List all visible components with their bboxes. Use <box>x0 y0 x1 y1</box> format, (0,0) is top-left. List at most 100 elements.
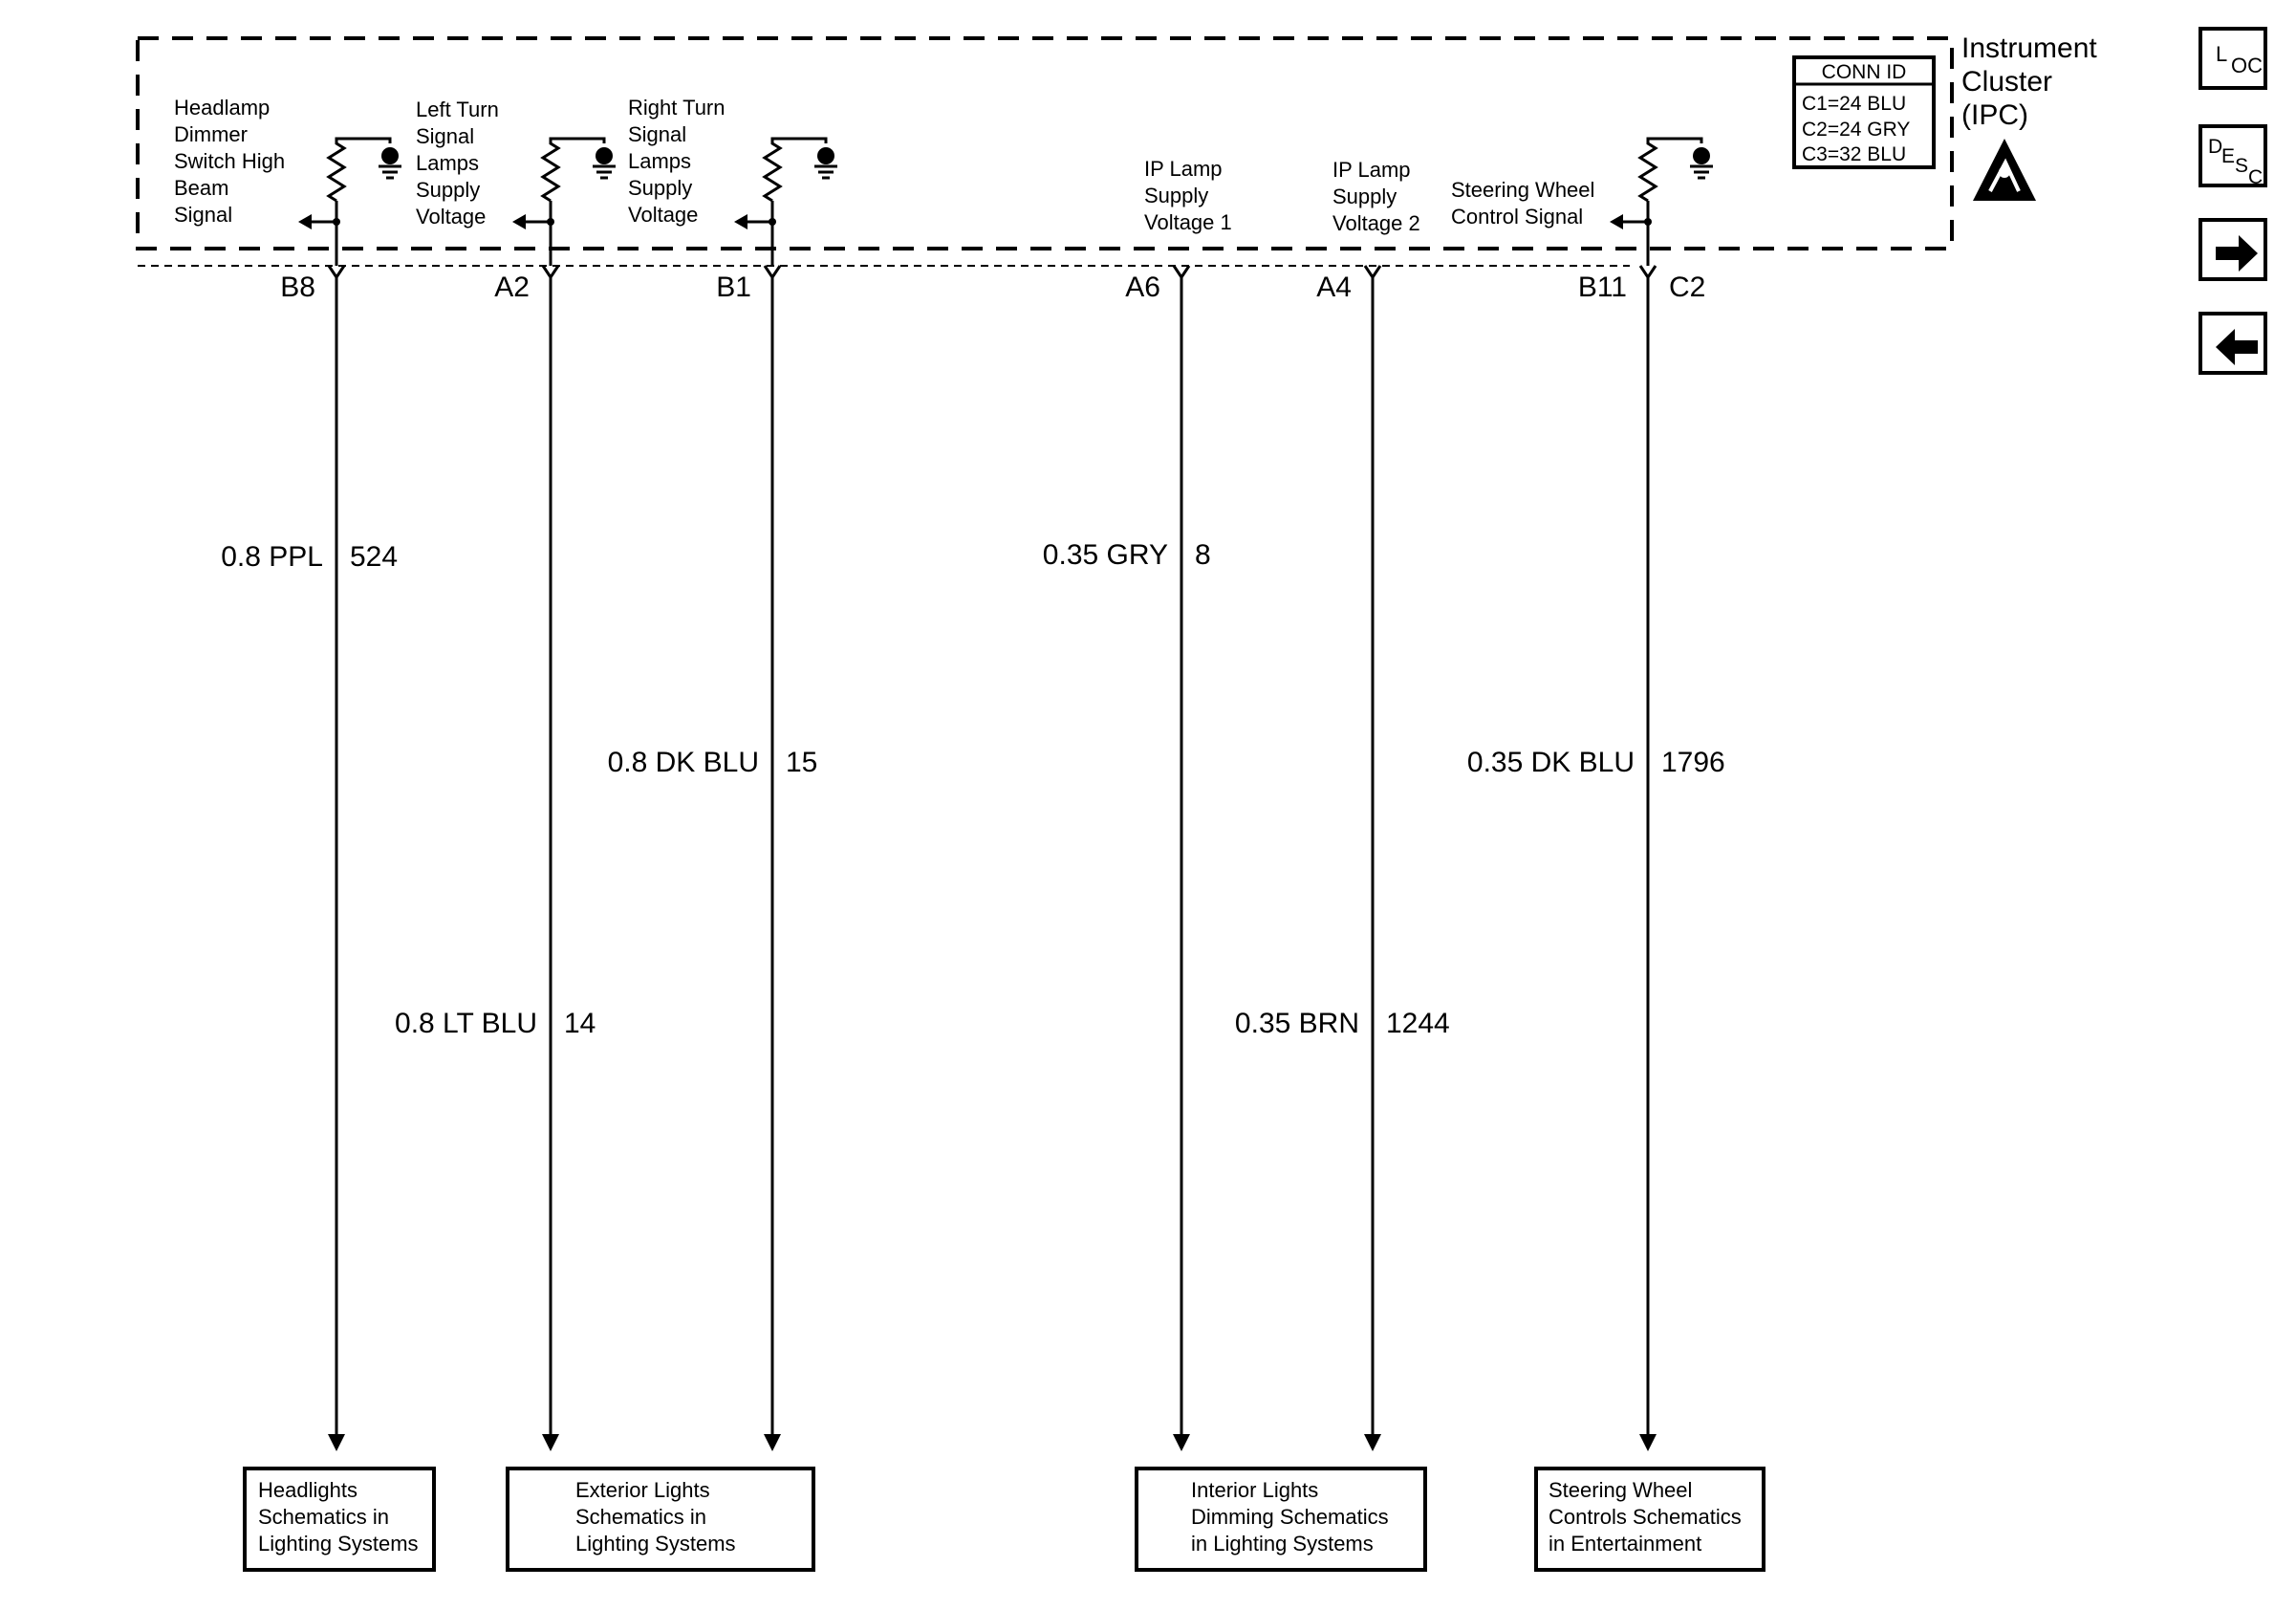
signal-arrow-icon <box>1610 214 1623 229</box>
circuit-label: Switch High <box>174 149 285 173</box>
wire-color-label: 0.8 PPL <box>221 541 323 573</box>
wire-arrow-icon <box>764 1434 781 1451</box>
ground-icon <box>596 147 613 164</box>
circuit-number-label: 8 <box>1195 539 1211 571</box>
wire-color-label: 0.35 GRY <box>1043 539 1168 571</box>
wire-arrow-icon <box>542 1434 559 1451</box>
pullup-resistor <box>540 137 606 222</box>
connector-terminal <box>541 265 560 280</box>
destination-text: Headlights <box>258 1478 357 1502</box>
svg-text:L: L <box>2216 42 2227 66</box>
pin-label: A4 <box>1316 272 1352 303</box>
conn-id-table: CONN ID C1=24 BLU C2=24 GRY C3=32 BLU <box>1792 55 1936 169</box>
destination-box[interactable] <box>506 1467 815 1572</box>
pin-label: B1 <box>716 272 751 303</box>
circuit-label: Voltage 1 <box>1144 210 1232 234</box>
conn-id-row: C3=32 BLU <box>1802 143 1906 165</box>
destination-text: in Lighting Systems <box>1191 1532 1374 1556</box>
circuit-label: Supply <box>1332 185 1397 208</box>
back-button[interactable] <box>2199 312 2267 375</box>
circuit-number-label: 1244 <box>1386 1008 1450 1039</box>
desc-button[interactable]: D E S C <box>2199 124 2267 188</box>
pullup-resistor <box>326 137 392 222</box>
ground-icon <box>379 164 401 180</box>
wire-arrow-icon <box>328 1434 345 1451</box>
ground-icon <box>817 147 834 164</box>
wire-color-label: 0.8 LT BLU <box>395 1008 537 1039</box>
wire-arrow-icon <box>1364 1434 1381 1451</box>
circuit-label: Dimmer <box>174 122 248 146</box>
destination-text: in Entertainment <box>1549 1532 1701 1556</box>
svg-text:D: D <box>2208 136 2222 158</box>
wire-color-label: 0.8 DK BLU <box>608 747 759 778</box>
circuit-label: Control Signal <box>1451 205 1583 228</box>
pin-label: B8 <box>280 272 315 303</box>
signal-arrow-icon <box>734 214 747 229</box>
circuit-label: Beam <box>174 176 228 200</box>
arrow-right-icon <box>2216 235 2258 272</box>
signal-arrow-icon <box>298 214 312 229</box>
destination-text: Controls Schematics <box>1549 1505 1742 1529</box>
circuit-number-label: 15 <box>786 747 817 778</box>
esd-warning-icon <box>1973 139 2036 201</box>
ground-icon <box>381 147 399 164</box>
ground-icon <box>1690 164 1713 180</box>
next-button[interactable] <box>2199 218 2267 281</box>
destination-text: Interior Lights <box>1191 1478 1318 1502</box>
wire-color-label: 0.35 DK BLU <box>1467 747 1635 778</box>
circuit-label: Voltage <box>416 205 486 228</box>
connector-terminal <box>1638 265 1657 280</box>
loc-button[interactable]: L OC <box>2199 27 2267 90</box>
wire-arrow-icon <box>1173 1434 1190 1451</box>
destination-text: Schematics in <box>258 1505 389 1529</box>
circuit-label: Left Turn <box>416 98 499 121</box>
circuit-right-turn: Right TurnSignalLampsSupplyVoltageB10.8 … <box>608 96 837 1451</box>
destination-text: Dimming Schematics <box>1191 1505 1389 1529</box>
circuit-number-label: 524 <box>350 541 398 573</box>
signal-arrow-icon <box>512 214 526 229</box>
destination-box[interactable] <box>243 1467 436 1572</box>
module-title-line-3: (IPC) <box>1961 99 2028 131</box>
ground-icon <box>593 164 616 180</box>
circuit-label: Supply <box>416 178 480 202</box>
pin-label: A2 <box>494 272 530 303</box>
svg-text:E: E <box>2221 145 2235 167</box>
conn-id-header: CONN ID <box>1822 61 1907 83</box>
svg-text:S: S <box>2235 155 2248 177</box>
circuit-number-label: 14 <box>564 1008 596 1039</box>
destination-text: Steering Wheel <box>1549 1478 1692 1502</box>
circuit-label: Headlamp <box>174 96 270 120</box>
destination-box[interactable] <box>1534 1467 1765 1572</box>
ground-icon <box>814 164 837 180</box>
destination-text: Exterior Lights <box>575 1478 710 1502</box>
wire-arrow-icon <box>1639 1434 1657 1451</box>
module-title-line-2: Cluster <box>1961 66 2052 98</box>
connector-terminal <box>327 265 346 280</box>
destination-text: Lighting Systems <box>258 1532 419 1556</box>
pullup-resistor <box>762 137 828 222</box>
wire-color-label: 0.35 BRN <box>1235 1008 1359 1039</box>
connector-terminal <box>763 265 782 280</box>
circuit-label: Supply <box>1144 184 1208 207</box>
conn-id-row: C2=24 GRY <box>1802 119 1910 141</box>
circuit-label: IP Lamp <box>1144 157 1223 181</box>
destination-box[interactable] <box>1135 1467 1427 1572</box>
circuit-label: Right Turn <box>628 96 726 120</box>
circuit-label: Lamps <box>416 151 479 175</box>
ground-icon <box>1693 147 1710 164</box>
circuit-number-label: 1796 <box>1661 747 1725 778</box>
connector-terminal <box>1172 265 1191 280</box>
circuit-label: Signal <box>628 122 686 146</box>
desc-icon: D E S C <box>2208 136 2263 188</box>
